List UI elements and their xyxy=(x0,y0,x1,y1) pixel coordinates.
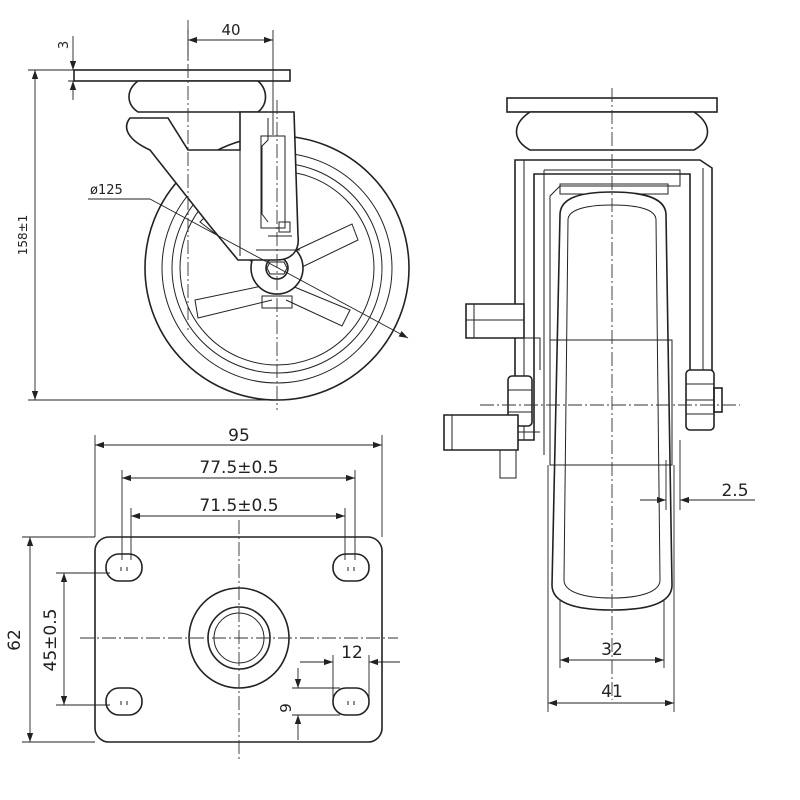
dim-overall-height: 158±1 xyxy=(16,215,30,256)
dim-fork-gap: 2.5 xyxy=(721,481,748,501)
side-fork-inner xyxy=(239,118,269,256)
dim-plate-width: 95 xyxy=(228,426,250,446)
side-brake-slot xyxy=(260,135,286,229)
side-top-plate xyxy=(73,69,291,82)
dim-plate-thickness: 3 xyxy=(57,41,72,49)
side-swivel-head xyxy=(128,80,267,113)
dim-plate-depth: 62 xyxy=(5,629,25,651)
dim-hole-spacing-depth: 45±0.5 xyxy=(41,609,61,672)
front-swivel-head xyxy=(515,111,709,151)
dim-slot-length: 12 xyxy=(341,643,363,663)
dim-hub-width: 41 xyxy=(601,682,623,702)
front-brake-lever xyxy=(443,414,519,451)
dim-hole-spacing-outer: 77.5±0.5 xyxy=(199,458,278,478)
bolt-slot xyxy=(332,687,370,716)
dim-wheel-diameter: ø125 xyxy=(90,183,123,198)
side-brake-detail xyxy=(256,221,300,251)
plate-top-view: 95 77.5±0.5 71.5±0.5 62 45±0.5 12 9 xyxy=(5,426,400,760)
front-brake-pedal xyxy=(465,303,525,339)
front-axle-nut-left xyxy=(507,375,533,427)
side-fork xyxy=(125,111,300,261)
plate-outline xyxy=(94,536,383,743)
front-wheel-tread xyxy=(563,204,661,599)
side-view: 3 40 ø125 158±1 xyxy=(16,20,410,410)
front-view: 2.5 32 41 xyxy=(443,88,755,712)
front-hub xyxy=(549,339,673,466)
dim-slot-width: 9 xyxy=(277,703,295,713)
front-fork-inner xyxy=(543,169,681,455)
dim-tread-width: 32 xyxy=(601,640,623,660)
axle-nut-hex xyxy=(266,261,288,275)
dim-swivel-offset: 40 xyxy=(221,21,240,39)
bolt-slot xyxy=(332,553,370,582)
bolt-slot xyxy=(105,553,143,582)
dim-hole-spacing-inner: 71.5±0.5 xyxy=(199,496,278,516)
front-axle-bolt xyxy=(713,387,723,413)
bolt-slot xyxy=(105,687,143,716)
